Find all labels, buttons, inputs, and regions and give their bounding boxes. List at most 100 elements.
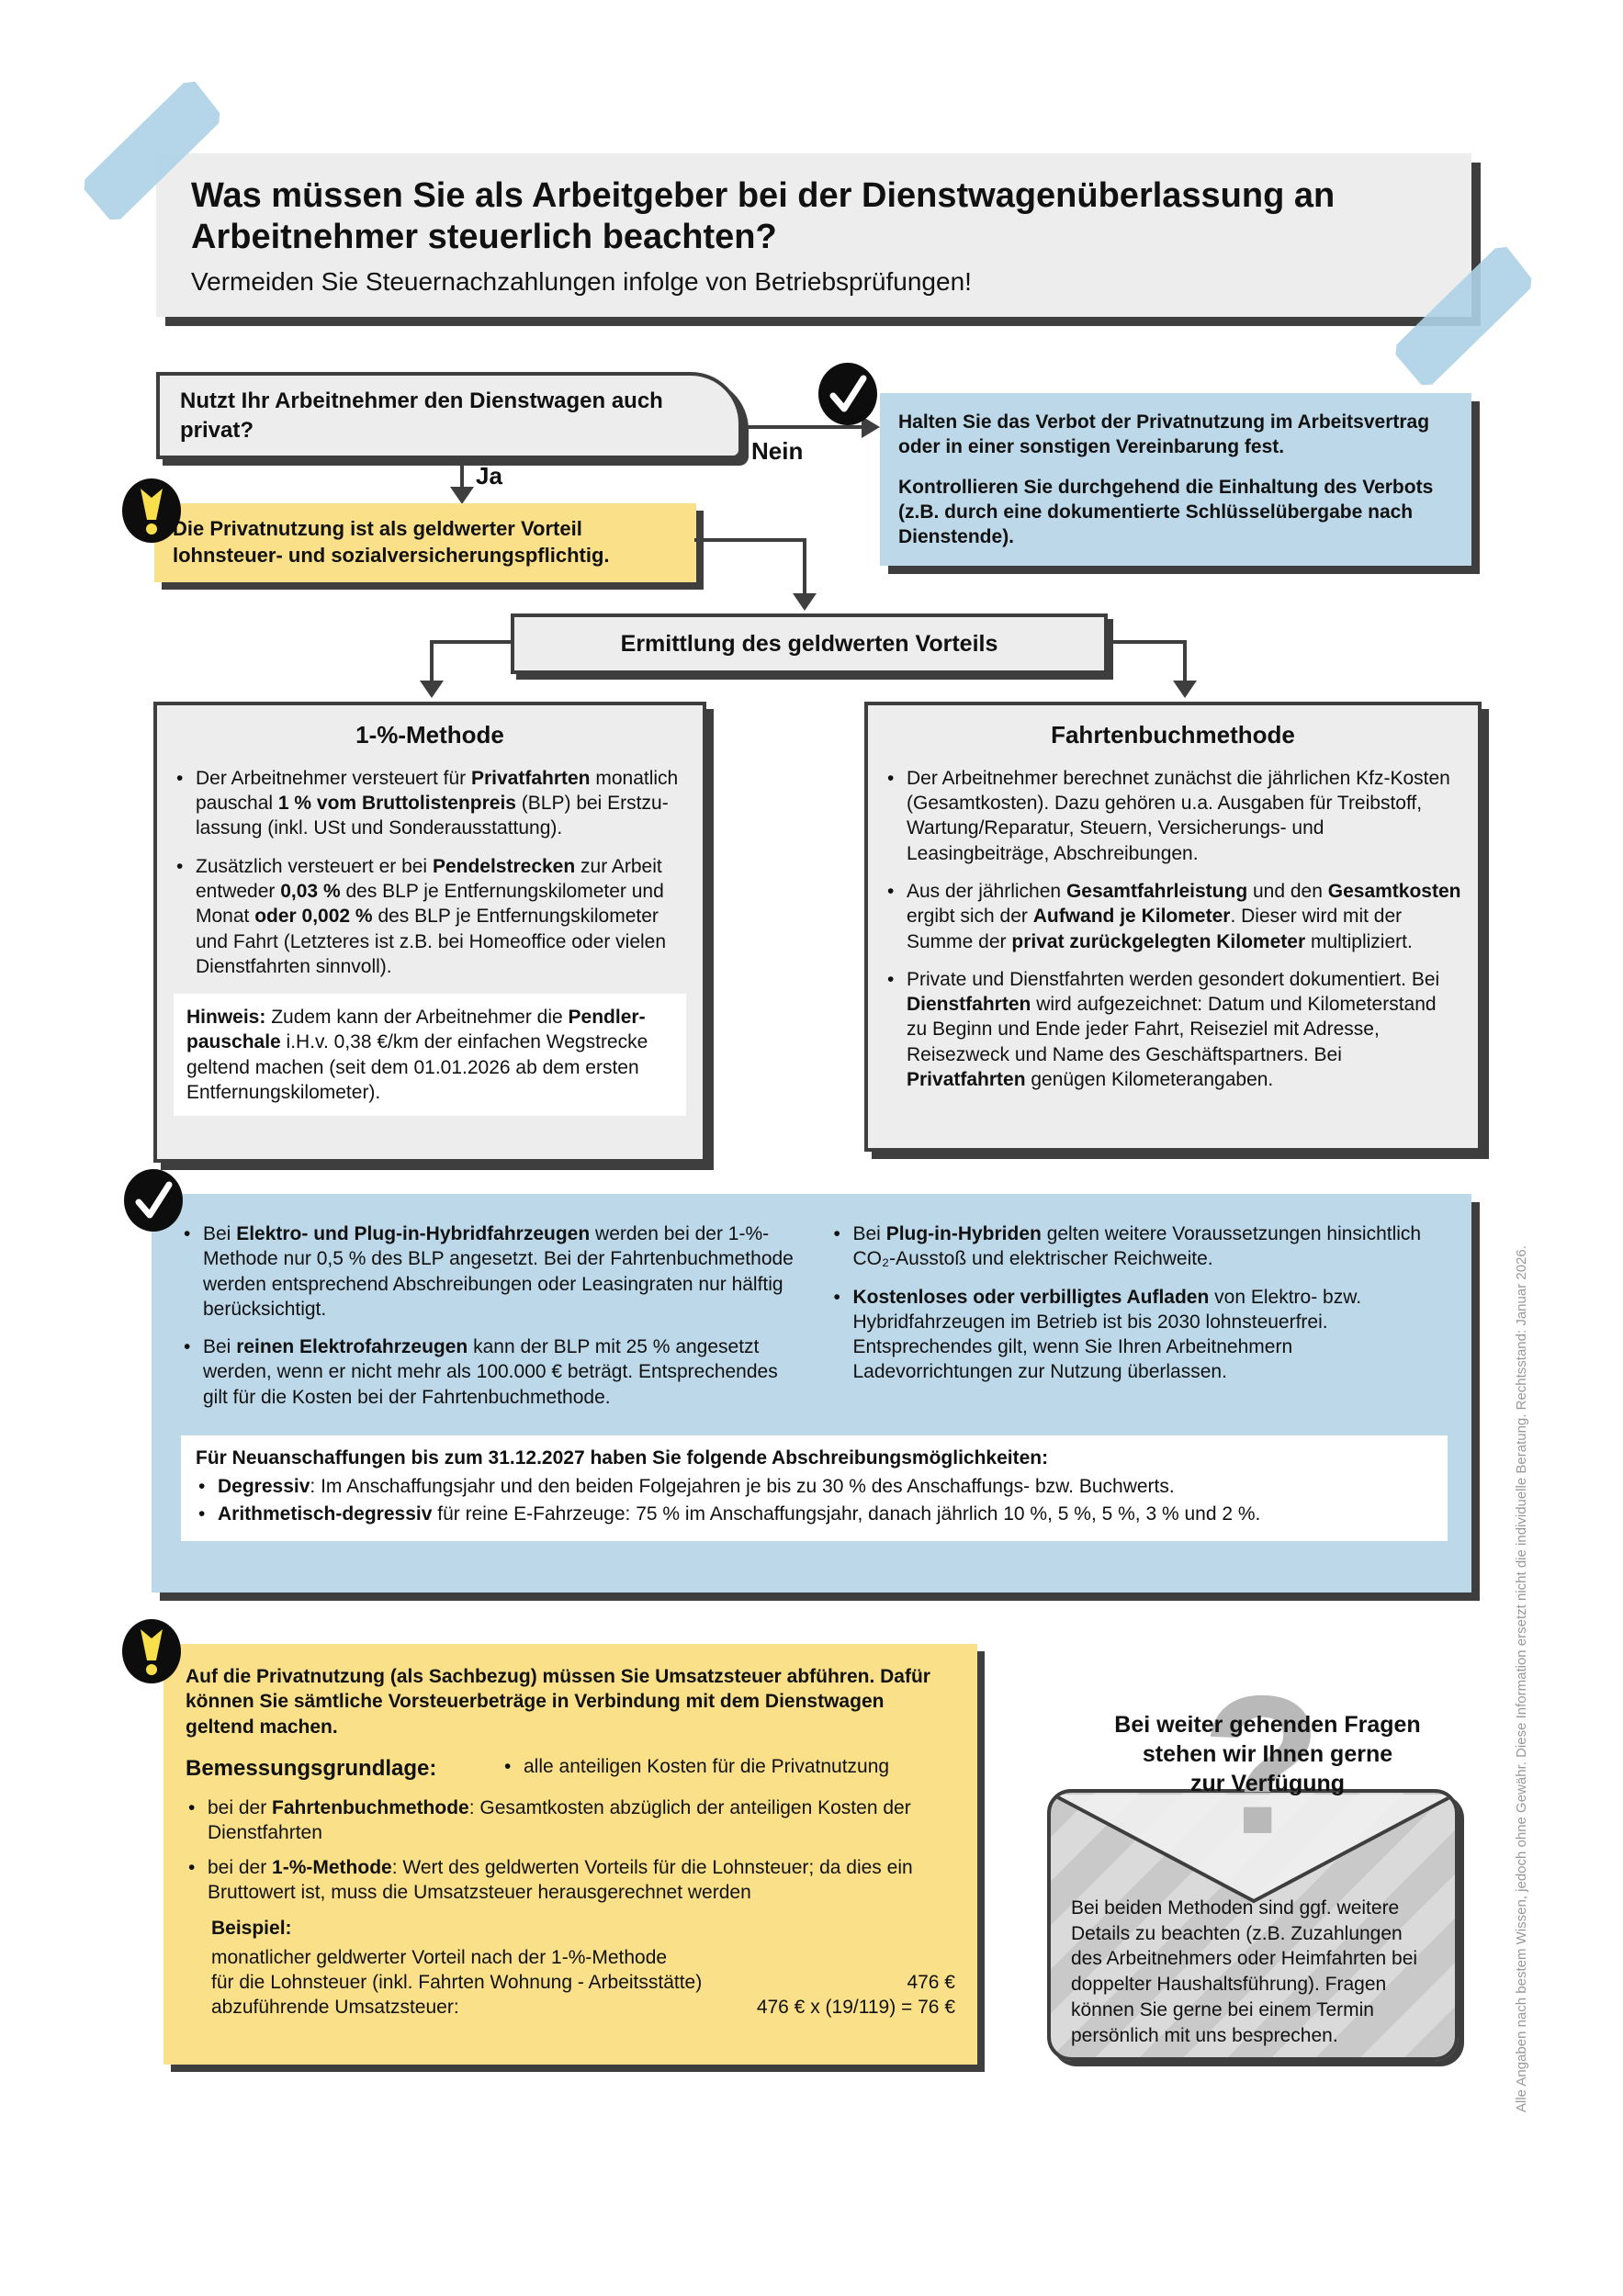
header: Was müssen Sie als Arbeitgeber bei der D… bbox=[156, 153, 1471, 317]
list-item: • Bei reinen Elektrofahrzeugen kann der … bbox=[181, 1334, 798, 1410]
list-item-text: Private und Dienstfahrten werden gesonde… bbox=[907, 968, 1440, 1091]
bullet-icon: • bbox=[833, 1223, 840, 1244]
list-item-text: Bei Elektro- und Plug-in-Hybridfahrzeuge… bbox=[203, 1223, 794, 1320]
bullet-icon: • bbox=[188, 1797, 196, 1819]
checkmark-icon bbox=[123, 1168, 184, 1237]
list-item: • Kostenloses oder verbilligtes Aufladen… bbox=[831, 1285, 1448, 1385]
example-row-value: 476 € bbox=[907, 1971, 955, 1993]
ev-left-column: • Bei Elektro- und Plug-in-Hybridfahrzeu… bbox=[181, 1221, 798, 1423]
yes-arrowhead-icon bbox=[450, 487, 474, 504]
list-item-text: Zusätzlich versteuert er bei Pendelstrec… bbox=[196, 855, 667, 977]
envelope-box: Bei beiden Methoden sind ggf. weitere De… bbox=[1047, 1789, 1459, 2061]
list-item-text: Kostenloses oder verbilligtes Aufladen v… bbox=[852, 1286, 1362, 1383]
example-label: Beispiel: bbox=[211, 1918, 292, 1940]
connector-line bbox=[803, 538, 806, 595]
list-item: • Bei Elektro- und Plug-in-Hybridfahrzeu… bbox=[181, 1221, 798, 1322]
no-arrowhead-icon bbox=[862, 416, 880, 438]
example-row-label: für die Lohnsteuer (inkl. Fahrten Wohnun… bbox=[211, 1971, 703, 1993]
list-item: • Arithmetisch-degressiv für reine E-Fah… bbox=[196, 1503, 1433, 1527]
warning-icon bbox=[121, 1618, 182, 1689]
electric-vehicles-section: • Bei Elektro- und Plug-in-Hybridfahrzeu… bbox=[152, 1194, 1471, 1593]
example-row: abzuführende Umsatzsteuer: 476 € x (19/1… bbox=[211, 1995, 955, 2020]
contact-body: Bei beiden Methoden sind ggf. weitere De… bbox=[1071, 1897, 1418, 2046]
depreciation-title: Für Neuanschaffungen bis zum 31.12.2027 … bbox=[196, 1447, 1049, 1469]
ev-columns: • Bei Elektro- und Plug-in-Hybridfahrzeu… bbox=[181, 1221, 1448, 1423]
list-item: • bei der Fahrtenbuchmethode: Gesamtkost… bbox=[186, 1795, 955, 1846]
bullet-icon: • bbox=[176, 767, 184, 789]
list-item: • Private und Dienstfahrten werden geson… bbox=[885, 967, 1461, 1092]
determination-box: Ermittlung des geldwerten Vorteils bbox=[511, 613, 1108, 674]
page-subtitle: Vermeiden Sie Steuernachzahlungen infolg… bbox=[191, 266, 972, 296]
list-item-text: Der Arbeitnehmer berechnet zunächst die … bbox=[907, 767, 1450, 864]
question-box: Nutzt Ihr Arbeitnehmer den Dienstwagen a… bbox=[156, 372, 742, 459]
list-item: • Der Arbeitnehmer berechnet zunächst di… bbox=[885, 766, 1461, 866]
prohibition-paragraph-1: Halten Sie das Verbot der Privatnutzung … bbox=[898, 411, 1430, 458]
no-label: Nein bbox=[751, 437, 804, 465]
list-item-text: bei der 1-%-Methode: Wert des geldwerten… bbox=[208, 1856, 913, 1903]
vat-box: Auf die Privatnutzung (als Sachbezug) mü… bbox=[163, 1644, 977, 2065]
depreciation-box: Für Neuanschaffungen bis zum 31.12.2027 … bbox=[181, 1435, 1448, 1541]
arrowhead-icon bbox=[793, 593, 817, 611]
list-item: • bei der 1-%-Methode: Wert des geldwert… bbox=[186, 1855, 955, 1906]
hint-text: Hinweis: Zudem kann der Arbeitnehmer die… bbox=[186, 1007, 648, 1104]
connector-line bbox=[430, 640, 511, 644]
warning-icon bbox=[121, 478, 182, 548]
list-item-text: Bei Plug-in-Hybriden gelten weitere Vora… bbox=[852, 1223, 1422, 1270]
envelope-flap-icon bbox=[1052, 1793, 1455, 1904]
example-row: für die Lohnsteuer (inkl. Fahrten Wohnun… bbox=[211, 1970, 955, 1995]
method-title: Fahrtenbuchmethode bbox=[1051, 721, 1295, 748]
bullet-icon: • bbox=[198, 1475, 206, 1497]
connector-line bbox=[1183, 640, 1187, 682]
example-row-value: 476 € x (19/119) = 76 € bbox=[756, 1997, 955, 2019]
list-item-text: Arithmetisch-degressiv für reine E-Fahrz… bbox=[218, 1503, 1261, 1525]
list-item: • Aus der jährlichen Gesamtfahrleistung … bbox=[885, 879, 1461, 954]
contact-heading: Bei weiter gehenden Fragen stehen wir Ih… bbox=[1114, 1712, 1421, 1796]
bullet-icon: • bbox=[887, 880, 895, 902]
example-block: Beispiel: monatlicher geldwerter Vorteil… bbox=[211, 1916, 955, 2020]
arrowhead-icon bbox=[420, 681, 444, 698]
assessment-base-row: Bemessungsgrundlage: • alle anteiligen K… bbox=[186, 1754, 955, 1783]
bullet-icon: • bbox=[176, 855, 184, 877]
assessment-base-label: Bemessungsgrundlage: bbox=[186, 1755, 437, 1781]
no-connector-line bbox=[744, 425, 863, 429]
disclaimer-text: Alle Angaben nach bestem Wissen, jedoch … bbox=[1514, 1245, 1529, 2112]
list-item-text: Degressiv: Im Anschaffungsjahr und den b… bbox=[218, 1475, 1175, 1497]
hint-box: Hinweis: Zudem kann der Arbeitnehmer die… bbox=[174, 994, 686, 1117]
list-item: • Degressiv: Im Anschaffungsjahr und den… bbox=[196, 1475, 1433, 1500]
checkmark-icon bbox=[817, 362, 878, 431]
bullet-icon: • bbox=[198, 1503, 206, 1525]
method-title: 1-%-Methode bbox=[355, 721, 504, 748]
bullet-icon: • bbox=[504, 1755, 512, 1777]
logbook-method-box: Fahrtenbuchmethode • Der Arbeitnehmer be… bbox=[864, 702, 1482, 1152]
bullet-icon: • bbox=[887, 968, 895, 990]
yes-connector-line bbox=[460, 459, 464, 489]
example-line: monatlicher geldwerter Vorteil nach der … bbox=[211, 1946, 668, 1968]
list-item-text: bei der Fahrtenbuchmethode: Gesamtkosten… bbox=[208, 1797, 911, 1844]
bullet-icon: • bbox=[188, 1856, 196, 1878]
connector-line bbox=[1108, 640, 1187, 644]
one-percent-method-box: 1-%-Methode • Der Arbeitnehmer versteuer… bbox=[153, 702, 706, 1163]
list-item-text: Bei reinen Elektrofahrzeugen kann der BL… bbox=[203, 1336, 778, 1408]
no-private-use-box: Halten Sie das Verbot der Privatnutzung … bbox=[880, 393, 1471, 566]
bullet-icon: • bbox=[184, 1336, 191, 1358]
connector-line bbox=[694, 538, 806, 542]
list-item-text: alle anteiligen Kosten für die Privatnut… bbox=[524, 1755, 890, 1777]
list-item: • Der Arbeitnehmer versteuert für Privat… bbox=[174, 766, 686, 841]
example-row-label: abzuführende Umsatzsteuer: bbox=[211, 1997, 459, 2019]
prohibition-paragraph-2: Kontrollieren Sie durchgehend die Einhal… bbox=[898, 476, 1434, 548]
yes-label: Ja bbox=[476, 462, 502, 490]
bullet-icon: • bbox=[833, 1286, 840, 1308]
ev-right-column: • Bei Plug-in-Hybriden gelten weitere Vo… bbox=[831, 1221, 1448, 1423]
bullet-icon: • bbox=[887, 767, 895, 789]
list-item: • Bei Plug-in-Hybriden gelten weitere Vo… bbox=[831, 1221, 1448, 1272]
question-mark-icon: ? bbox=[1201, 1654, 1323, 1875]
taxable-benefit-box: Die Privatnutzung ist als geldwerter Vor… bbox=[154, 503, 696, 582]
list-item-text: Aus der jährlichen Gesamtfahrleistung un… bbox=[907, 880, 1461, 952]
vat-intro: Auf die Privatnutzung (als Sachbezug) mü… bbox=[186, 1666, 930, 1738]
bullet-icon: • bbox=[184, 1223, 191, 1244]
list-item-text: Der Arbeitnehmer versteuert für Privatfa… bbox=[196, 767, 679, 839]
list-item: • Zusätzlich versteuert er bei Pendelstr… bbox=[174, 854, 686, 979]
connector-line bbox=[430, 640, 434, 682]
page-title: Was müssen Sie als Arbeitgeber bei der D… bbox=[191, 176, 1336, 256]
